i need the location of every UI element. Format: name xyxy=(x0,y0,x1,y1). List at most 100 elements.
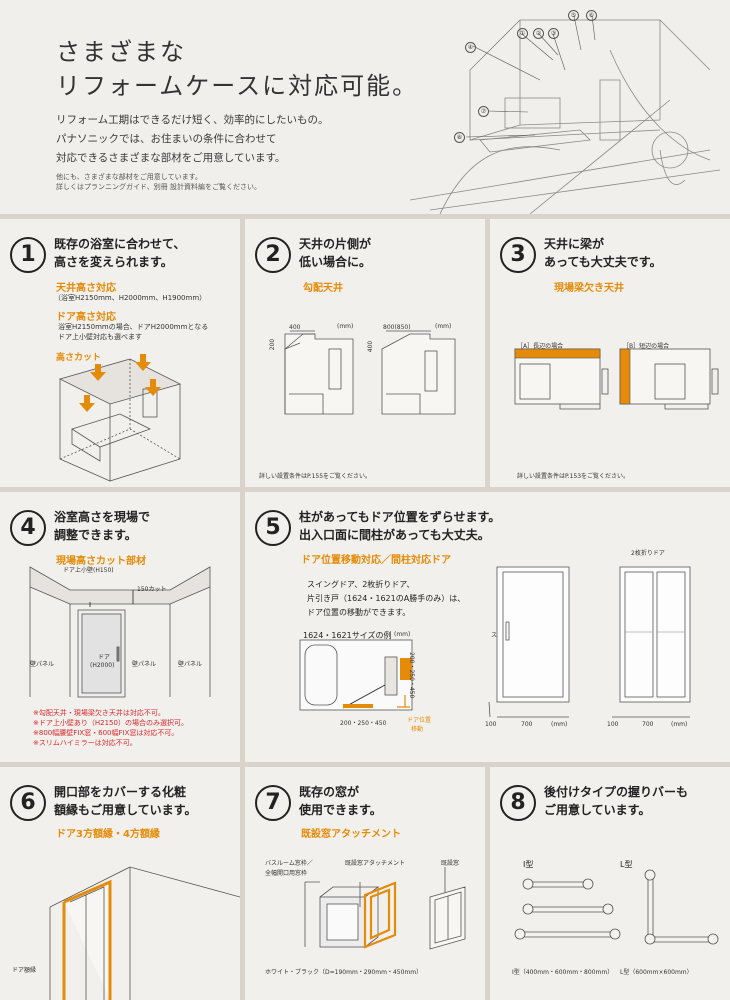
panel-6-door-frame: 6 開口部をカバーする化粧 額縁もご用意しています。 ドア3方額縁・4方額縁 ド… xyxy=(0,767,240,1000)
panel-title: 天井に梁が xyxy=(544,237,605,251)
existing-window-label: 既設窓 xyxy=(441,860,460,867)
panel-title: 浴室高さを現場で xyxy=(54,510,151,524)
example-unit: (mm) xyxy=(394,631,411,638)
panel-5-door-position: 5 柱があってもドア位置をずらせます。 出入口面に間柱があっても大丈夫。 ドア位… xyxy=(245,492,730,762)
panel-title: 出入口面に間柱があっても大丈夫。 xyxy=(299,528,490,542)
l-type-note: L型（600mm×600mm） xyxy=(620,969,693,976)
panel-note: 詳しい設置条件はP.155をご覧ください。 xyxy=(259,473,372,480)
wall-panel-label: 壁パネル xyxy=(178,661,203,668)
panel-3-beam-ceiling: 3 天井に梁が あっても大丈夫です。 現場梁欠き天井 ［A］長辺の場合 ［B］短… xyxy=(490,219,730,487)
callout-3: ③ xyxy=(548,28,559,39)
panel-8-grab-bar: 8 後付けタイプの握りバーも ご用意しています。 I型 L型 I型（400mm・… xyxy=(490,767,730,1000)
warning-note: ※ドア上小壁あり（H2150）の場合のみ選択可。 xyxy=(33,719,188,727)
panel-subtitle: ドア3方額縁・4方額縁 xyxy=(56,829,160,840)
panel-number: 8 xyxy=(500,785,536,821)
panel-note: 詳しい設置条件はP.153をご覧ください。 xyxy=(517,473,630,480)
i-type-note: I型（400mm・600mm・800mm） xyxy=(512,969,614,976)
door-label: ドア xyxy=(98,654,111,661)
panel-title: ご用意しています。 xyxy=(544,803,651,817)
callout-2: ② xyxy=(533,28,544,39)
ceiling-height-title: 天井高さ対応 xyxy=(56,283,116,294)
panel-subtitle: 勾配天井 xyxy=(303,283,343,294)
panel-title: 既存の窓が xyxy=(299,785,360,799)
door-height-desc: ドア上小壁対応も選べます xyxy=(58,333,142,341)
dim-label: 400 xyxy=(289,324,301,331)
dim-100: 100 xyxy=(485,721,497,728)
window-frame-label: バスルーム窓枠／ xyxy=(265,860,313,867)
panel-number: 5 xyxy=(255,510,291,546)
dim-label: 800(850) xyxy=(383,324,411,331)
panel-number: 1 xyxy=(10,237,46,273)
hero-body-line: 対応できるさまざまな部材をご用意しています。 xyxy=(56,152,286,164)
callout-1: ① xyxy=(517,28,528,39)
panel-subtitle: 既設窓アタッチメント xyxy=(301,829,401,840)
move-label: ドア位置 xyxy=(407,717,432,724)
panel-title: 開口部をカバーする化粧 xyxy=(54,785,187,799)
example-label: 1624・1621サイズの例 xyxy=(303,631,392,640)
panel-title: 既存の浴室に合わせて、 xyxy=(54,237,186,251)
panel-title: 使用できます。 xyxy=(299,803,382,817)
height-cut-illustration xyxy=(58,354,182,482)
panel-desc: 片引き戸（1624・1621のA勝手のみ）は、 xyxy=(307,594,466,603)
panel-number: 7 xyxy=(255,785,291,821)
door-top-wall-label: ドア上小壁(H150) xyxy=(63,567,114,574)
callout-lines xyxy=(465,15,596,138)
sloped-ceiling-illustration xyxy=(284,330,456,415)
panel-title: 柱があってもドア位置をずらせます。 xyxy=(299,510,501,524)
panel-7-window-attachment: 7 既存の窓が 使用できます。 既設窓アタッチメント バスルーム窓枠／ 全幅開口… xyxy=(245,767,485,1000)
callout-5: ⑤ xyxy=(568,10,579,21)
hero-body-line: パナソニックでは、お住まいの条件に合わせて xyxy=(56,133,277,145)
folding-door-label: 2枚折りドア xyxy=(631,550,665,557)
panel-desc: ドア位置の移動ができます。 xyxy=(307,608,411,617)
panel-title: 高さを変えられます。 xyxy=(54,255,173,269)
panel-title: あっても大丈夫です。 xyxy=(544,255,662,269)
door-frame-label: ドア額縁 xyxy=(12,967,37,974)
hero-note: 詳しくはプランニングガイド、別冊 設計資料編をご覧ください。 xyxy=(56,183,261,191)
height-cut-label: 高さカット xyxy=(56,353,102,363)
hero-section: さまざまな リフォームケースに対応可能。 リフォーム工期はできるだけ短く、効率的… xyxy=(0,0,730,214)
site-height-cut-illustration xyxy=(29,566,211,698)
window-attachment-illustration xyxy=(304,867,466,950)
dim-unit: (mm) xyxy=(337,323,354,330)
panel-title: 調整できます。 xyxy=(54,528,137,542)
beam-ceiling-illustration xyxy=(514,348,719,410)
panel-desc: スイングドア、2枚折りドア、 xyxy=(307,580,415,589)
panel-number: 3 xyxy=(500,237,536,273)
panel-2-sloped-ceiling: 2 天井の片側が 低い場合に。 勾配天井 400 (mm) 200 800(85… xyxy=(245,219,485,487)
wall-panel-label: 壁パネル xyxy=(30,661,55,668)
dim-unit: (mm) xyxy=(435,323,452,330)
dim-unit: (mm) xyxy=(671,721,688,728)
door-height-label: (H2000) xyxy=(90,662,115,669)
panel-title: 額縁もご用意しています。 xyxy=(54,803,197,817)
dim-side: 200・250・450 xyxy=(408,652,415,699)
dim-700: 700 xyxy=(521,721,533,728)
panel-title: 低い場合に。 xyxy=(299,255,372,269)
hero-title-line1: さまざまな xyxy=(56,38,186,66)
wall-panel-label: 壁パネル xyxy=(132,661,157,668)
panel-4-site-height-cut: 4 浴室高さを現場で 調整できます。 現場高さカット部材 ドア上小壁(H150)… xyxy=(0,492,240,762)
panel-title: 天井の片側が xyxy=(299,237,372,251)
cut-150-label: 150カット xyxy=(137,586,167,593)
panel-subtitle: 現場梁欠き天井 xyxy=(554,283,624,294)
i-type-label: I型 xyxy=(523,860,534,869)
panel-number: 4 xyxy=(10,510,46,546)
warning-note: ※800幅腰壁FIX窓・600幅FIX窓は対応不可。 xyxy=(33,729,179,737)
hero-title-line2: リフォームケースに対応可能。 xyxy=(56,72,419,100)
panel-number: 6 xyxy=(10,785,46,821)
panel-title: 後付けタイプの握りバーも xyxy=(544,785,689,799)
callout-6: ⑥ xyxy=(586,10,597,21)
grab-bar-illustration xyxy=(514,869,719,945)
panel-note: ホワイト・ブラック（D=190mm・290mm・450mm） xyxy=(265,969,423,976)
window-frame-label: 全幅開口用窓枠 xyxy=(265,870,308,877)
case-b-label: ［B］短辺の場合 xyxy=(623,343,670,350)
attachment-label: 既設窓アタッチメント xyxy=(345,860,406,867)
warning-note: ※勾配天井・現場梁欠き天井は対応不可。 xyxy=(33,709,165,717)
hero-body-line: リフォーム工期はできるだけ短く、効率的にしたいもの。 xyxy=(56,114,329,126)
door-height-title: ドア高さ対応 xyxy=(56,312,116,323)
l-type-label: L型 xyxy=(620,860,633,869)
callout-8: ⑧ xyxy=(454,132,465,143)
door-height-desc: 浴室H2150mmの場合、ドアH2000mmとなる xyxy=(58,323,209,331)
callout-7: ⑦ xyxy=(478,106,489,117)
case-a-label: ［A］長辺の場合 xyxy=(517,343,564,350)
panel-subtitle: ドア位置移動対応／間柱対応ドア xyxy=(301,555,451,566)
